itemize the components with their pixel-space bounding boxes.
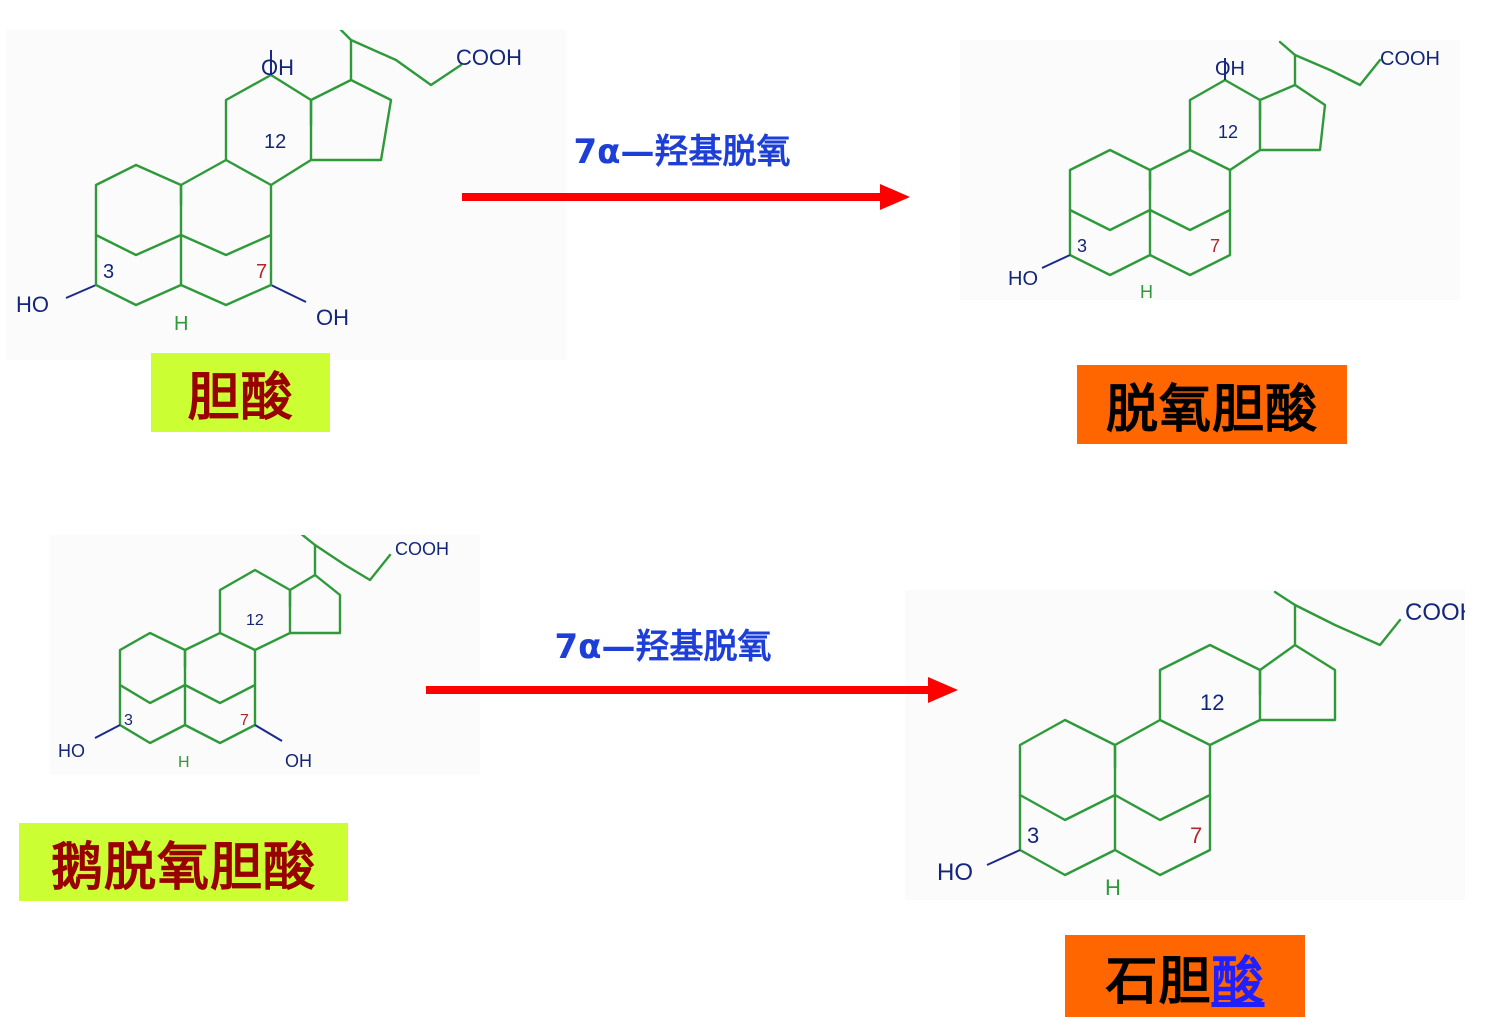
- position-7-label: 7: [1190, 823, 1202, 848]
- position-7-label: 7: [240, 712, 249, 729]
- chenodeoxycholic-acid-structure: HO OH COOH 3 7 12 H: [50, 535, 480, 775]
- position-12-label: 12: [1218, 122, 1238, 142]
- cooh-label: COOH: [1405, 599, 1465, 626]
- oh-label: OH: [285, 751, 312, 771]
- lithocholic-acid-name-link[interactable]: 酸: [1211, 951, 1265, 1012]
- position-7-label: 7: [1210, 236, 1220, 256]
- reaction-arrow: [462, 182, 912, 212]
- lithocholic-acid-name: 石胆酸: [1065, 935, 1305, 1017]
- position-3-label: 3: [124, 712, 133, 729]
- lithocholic-acid-name-text: 石胆: [1105, 951, 1212, 1012]
- cooh-label: COOH: [1380, 48, 1440, 70]
- ho-label: HO: [1008, 268, 1038, 290]
- cholic-acid-name: 胆酸: [151, 353, 330, 432]
- oh-label: OH: [316, 305, 349, 330]
- oh-label: OH: [1215, 58, 1245, 80]
- ho-label: HO: [16, 292, 49, 317]
- h-label: H: [178, 754, 190, 771]
- lithocholic-acid-structure: HO COOH 3 7 12 H: [905, 590, 1465, 900]
- reaction-arrow: [426, 675, 960, 705]
- position-3-label: 3: [1077, 236, 1087, 256]
- h-label: H: [174, 313, 188, 335]
- h-label: H: [1105, 875, 1121, 900]
- reaction-bottom: 7α—羟基脱氧: [426, 615, 960, 715]
- reaction-label: 7α—羟基脱氧: [554, 627, 772, 667]
- reaction-top: 7α—羟基脱氧: [462, 120, 912, 220]
- deoxycholic-acid-structure: HO OH COOH 3 7 12 H: [960, 40, 1460, 300]
- reaction-label: 7α—羟基脱氧: [573, 132, 791, 172]
- position-3-label: 3: [1027, 823, 1039, 848]
- deoxycholic-acid-name: 脱氧胆酸: [1077, 365, 1347, 444]
- position-3-label: 3: [103, 261, 114, 283]
- ho-label: HO: [937, 859, 973, 886]
- position-7-label: 7: [256, 261, 267, 283]
- cooh-label: COOH: [456, 45, 522, 70]
- h-label: H: [1140, 282, 1153, 300]
- chenodeoxycholic-acid-name: 鹅脱氧胆酸: [19, 823, 348, 901]
- position-12-label: 12: [264, 131, 286, 153]
- position-12-label: 12: [246, 612, 264, 629]
- oh-label: OH: [261, 55, 294, 80]
- cooh-label: COOH: [395, 539, 449, 559]
- ho-label: HO: [58, 741, 85, 761]
- position-12-label: 12: [1200, 690, 1224, 715]
